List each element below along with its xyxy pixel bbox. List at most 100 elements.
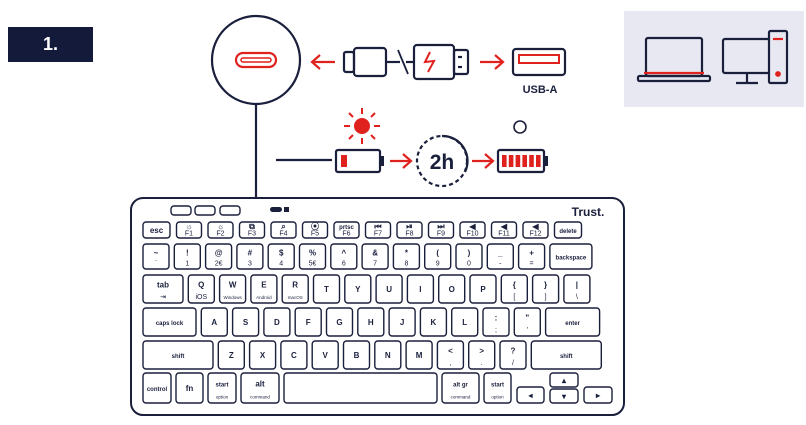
key-sublabel: F1	[185, 231, 193, 238]
key-label: ▸	[595, 391, 601, 400]
keyboard-key: ⏯F8	[396, 221, 423, 239]
key-label: (	[436, 248, 439, 257]
key-label: E	[261, 281, 267, 290]
key-label: tab	[157, 281, 169, 290]
key-sublabel: =	[530, 260, 534, 267]
keyboard-key: S	[231, 307, 260, 337]
key-sublabel: .	[481, 360, 483, 367]
key-label: ◀	[531, 222, 539, 231]
keyboard-key: )0	[455, 243, 483, 270]
keyboard-key: $4	[267, 243, 295, 270]
key-sublabel: `	[155, 260, 157, 267]
battery-level-bar	[529, 155, 534, 167]
key-label: L	[462, 318, 467, 327]
keyboard-key: ◂	[516, 386, 545, 404]
keyboard-key: ▴	[549, 372, 579, 388]
key-sublabel: iOS	[195, 294, 207, 301]
step-number-badge: 1.	[8, 27, 93, 62]
key-label: }	[544, 281, 547, 290]
key-label: A	[211, 318, 217, 327]
keyboard-key: Y	[344, 274, 372, 304]
key-label: X	[260, 351, 266, 360]
key-sublabel: F4	[279, 231, 287, 238]
key-label: >	[479, 347, 484, 356]
key-label: prtsc	[339, 225, 354, 231]
keyboard-key: esc	[142, 221, 171, 239]
keyboard-key: U	[375, 274, 403, 304]
key-sublabel: command	[250, 395, 270, 400]
battery-level-bar	[522, 155, 527, 167]
key-label: @	[215, 248, 223, 257]
key-label: F	[306, 318, 311, 327]
usb-a-port-icon	[511, 47, 567, 77]
key-sublabel: F6	[342, 231, 350, 238]
keyboard-key	[194, 205, 216, 216]
battery-level-bar	[536, 155, 541, 167]
keyboard-key	[219, 205, 241, 216]
keyboard-key: G	[325, 307, 354, 337]
key-sublabel: ;	[495, 327, 497, 334]
key-label: ⏯	[406, 222, 412, 231]
key-label: shift	[172, 354, 185, 360]
key-label: ◂	[527, 391, 533, 400]
key-sublabel: '	[527, 327, 528, 334]
key-label: T	[324, 285, 329, 294]
key-label: ⧉	[249, 222, 255, 231]
battery-low-icon	[334, 148, 384, 174]
keyboard-key: backspace	[549, 243, 593, 270]
arrow-right-icon	[480, 54, 505, 70]
key-label: N	[385, 351, 391, 360]
key-sublabel: F11	[498, 231, 510, 238]
keyboard-key: B	[342, 340, 371, 370]
key-label: Q	[198, 281, 204, 290]
charge-led	[284, 207, 289, 212]
keyboard-key: {[	[500, 274, 528, 304]
key-sublabel: ⇥	[160, 294, 166, 301]
keyboard-key: %5€	[298, 243, 327, 270]
keyboard-key: ☼F1	[175, 221, 203, 239]
keyboard-key: :;	[482, 307, 510, 337]
keyboard: Trust. esc☼F1☼F2⧉F3⌕F4⦿F5prtscF6⏮F7⏯F8⏭F…	[130, 197, 625, 416]
key-label: S	[243, 318, 249, 327]
keyboard-key: shift	[142, 340, 214, 370]
keyboard-key: &7	[361, 243, 389, 270]
keyboard-key: caps lock	[142, 307, 197, 337]
keyboard-key: *8	[392, 243, 421, 270]
key-sublabel: Windows	[223, 295, 242, 300]
key-label: ~	[154, 248, 159, 257]
key-label: O	[449, 285, 455, 294]
key-label: <	[448, 347, 453, 356]
key-sublabel: 0	[467, 260, 471, 267]
key-label: ^	[341, 248, 346, 257]
key-label: Z	[229, 351, 234, 360]
usb-c-port	[270, 207, 282, 212]
key-sublabel: F5	[311, 231, 319, 238]
usb-a-label: USB-A	[523, 84, 558, 96]
compatible-devices-panel	[624, 11, 804, 107]
keyboard-key: ⏮F7	[364, 221, 392, 239]
key-label: $	[279, 248, 284, 257]
key-label: P	[480, 285, 486, 294]
key-label: %	[309, 248, 316, 257]
keyboard-key: enter	[544, 307, 601, 337]
keyboard-key: !1	[173, 243, 202, 270]
key-label: W	[229, 281, 237, 290]
key-label: )	[468, 248, 471, 257]
keyboard-key: #3	[236, 243, 264, 270]
key-label: ?	[511, 347, 516, 356]
key-label: K	[431, 318, 437, 327]
key-sublabel: /	[512, 360, 514, 367]
keyboard-key: N	[374, 340, 402, 370]
key-sublabel: 2€	[215, 260, 223, 267]
usb-c-port-callout	[210, 14, 302, 205]
key-label: alt	[255, 380, 265, 389]
key-label: H	[368, 318, 374, 327]
led-lit-icon	[344, 108, 380, 144]
keyboard-key: ~`	[142, 243, 170, 270]
keyboard-key	[283, 372, 438, 404]
key-label: J	[400, 318, 404, 327]
